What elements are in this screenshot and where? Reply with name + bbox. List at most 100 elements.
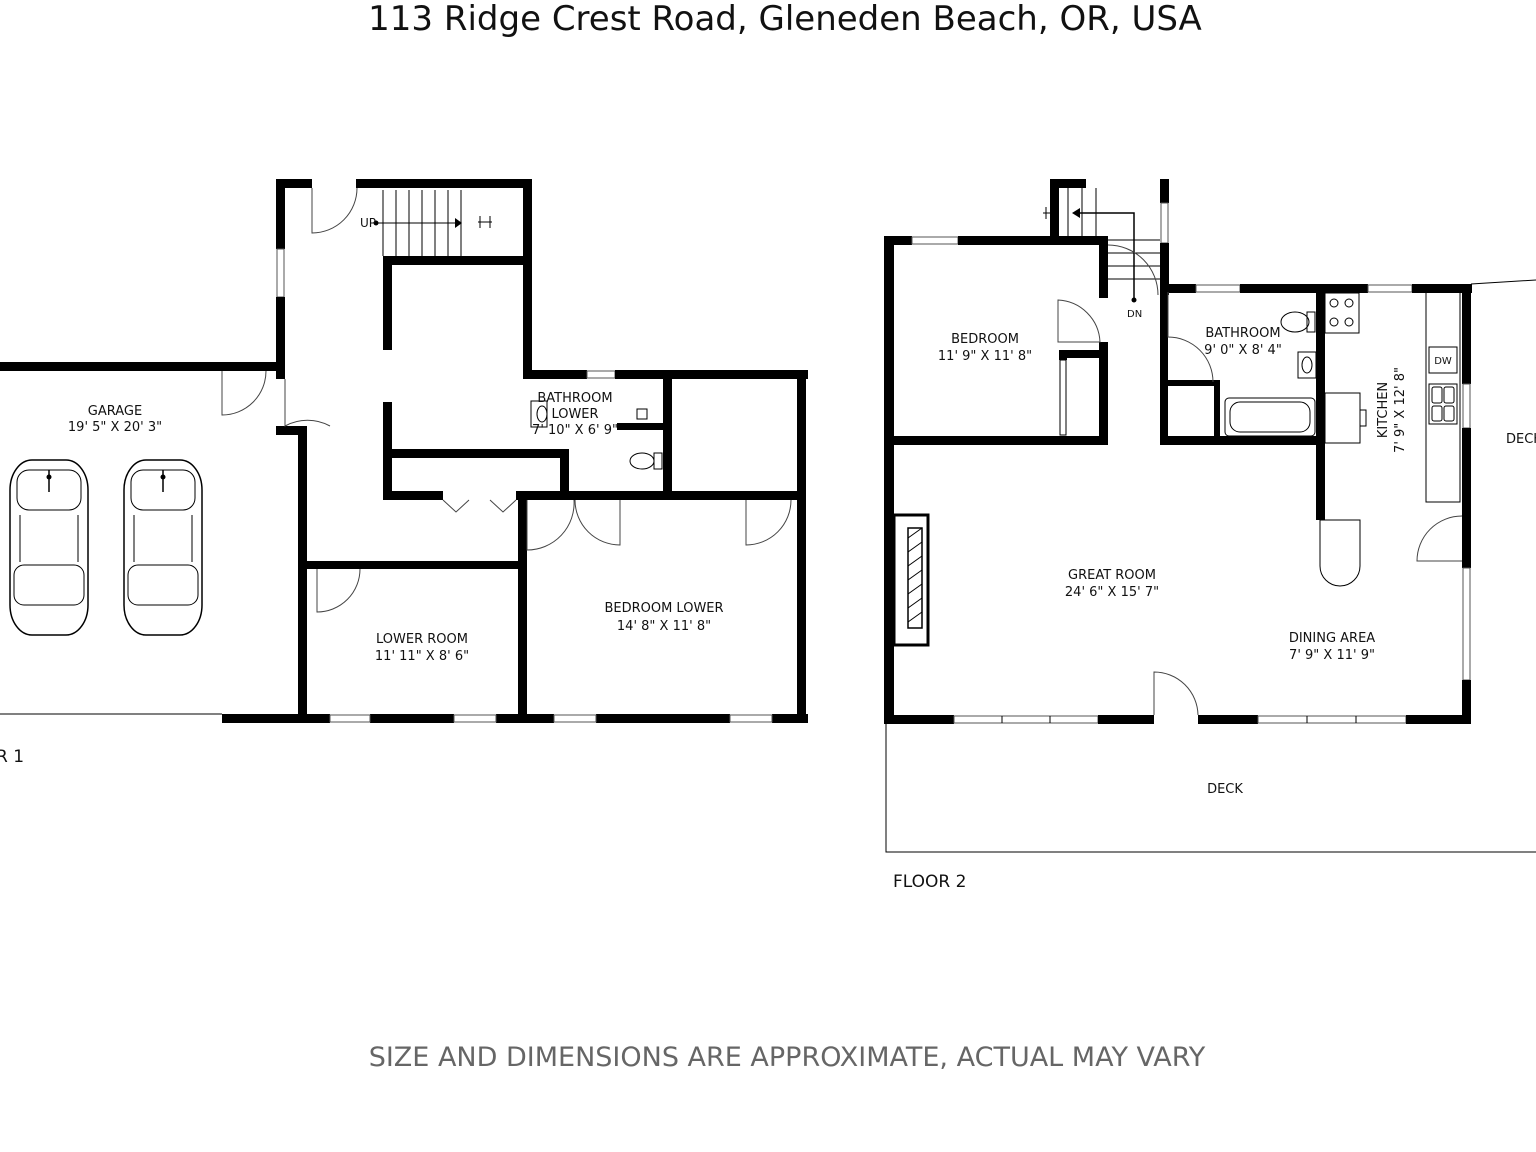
- wall: [1406, 715, 1471, 724]
- window: [1462, 567, 1471, 681]
- lower-room-dims: 11' 11" X 8' 6": [375, 649, 469, 664]
- fridge-handle: [1359, 409, 1367, 427]
- deck-edge: [885, 724, 1536, 853]
- window: [1195, 284, 1241, 293]
- wall: [298, 426, 307, 723]
- window: [911, 236, 959, 245]
- kitchen-sink: [1428, 383, 1458, 425]
- door: [316, 568, 361, 613]
- fireplace-hearth: [907, 527, 923, 629]
- door: [311, 187, 358, 234]
- door: [745, 499, 792, 546]
- window: [1160, 202, 1169, 244]
- wall: [1160, 284, 1196, 293]
- window: [729, 714, 773, 723]
- window: [953, 715, 1099, 724]
- closet-door: [1059, 359, 1067, 436]
- wall: [1198, 715, 1258, 724]
- wall: [797, 370, 806, 723]
- wall: [383, 256, 531, 265]
- bathroom-lower-dims: 7' 10" X 6' 9": [532, 423, 618, 438]
- wall: [518, 500, 527, 550]
- window: [586, 370, 616, 379]
- wall: [1240, 284, 1368, 293]
- floor-2-label: FLOOR 2: [893, 872, 966, 892]
- window: [1257, 715, 1407, 724]
- wall: [356, 179, 532, 188]
- wall: [276, 297, 285, 379]
- bathroom-dims: 9' 0" X 8' 4": [1204, 343, 1282, 358]
- wall: [1462, 680, 1471, 724]
- door: [284, 379, 331, 427]
- wall: [1462, 428, 1471, 568]
- floor-1-plan: UP: [0, 179, 808, 767]
- great-room-name: GREAT ROOM: [1068, 568, 1156, 583]
- bathtub: [1224, 397, 1316, 437]
- wall: [958, 236, 1108, 245]
- wall: [276, 179, 312, 188]
- refrigerator: [1324, 392, 1361, 444]
- burner: [1344, 298, 1354, 308]
- wall: [0, 362, 283, 371]
- lower-room-name: LOWER ROOM: [376, 632, 468, 647]
- window: [329, 714, 371, 723]
- door: [1416, 515, 1463, 562]
- wall: [884, 436, 1108, 445]
- wall: [884, 236, 894, 724]
- floor-1-label: R 1: [0, 747, 24, 767]
- wall: [1050, 179, 1086, 188]
- stair-arc: [1107, 244, 1159, 296]
- door: [221, 370, 267, 416]
- stair-arrow-head: [455, 218, 462, 228]
- stair-arrow-head: [1072, 208, 1080, 218]
- bedroom-name: BEDROOM: [951, 332, 1019, 347]
- window: [453, 714, 497, 723]
- garage-dims: 19' 5" X 20' 3": [68, 420, 162, 435]
- kitchen-dims: 7' 9" X 12' 8": [1393, 367, 1408, 453]
- stair-start-dot: [373, 220, 379, 226]
- stairs-down-label: DN: [1127, 309, 1142, 320]
- car: [123, 459, 203, 636]
- sink: [1297, 351, 1317, 379]
- wall: [663, 370, 808, 379]
- wall: [1098, 715, 1154, 724]
- wall: [516, 491, 806, 500]
- floor-2-plan: DN DW: [884, 179, 1536, 892]
- bedroom-dims: 11' 9" X 11' 8": [938, 349, 1032, 364]
- sink-basin: [1431, 386, 1443, 404]
- wall: [772, 714, 808, 723]
- wall: [560, 449, 569, 499]
- wall: [596, 714, 730, 723]
- sink-basin: [1443, 405, 1455, 422]
- wall: [222, 714, 330, 723]
- bathtub-inner: [1229, 401, 1311, 433]
- address-title: 113 Ridge Crest Road, Gleneden Beach, OR…: [368, 0, 1202, 39]
- wall: [1059, 350, 1107, 358]
- window: [276, 248, 285, 298]
- bedroom-lower-dims: 14' 8" X 11' 8": [617, 619, 711, 634]
- window: [553, 714, 597, 723]
- wall: [276, 179, 285, 249]
- sink-basin: [536, 405, 548, 423]
- wall: [1160, 243, 1169, 295]
- handrail: [478, 216, 492, 228]
- wall: [884, 715, 954, 724]
- dishwasher: [1428, 346, 1458, 374]
- bathroom-lower-name-1: BATHROOM: [537, 391, 612, 406]
- kitchen-island: [1319, 519, 1361, 587]
- bedroom-lower-name: BEDROOM LOWER: [604, 601, 723, 616]
- handrail: [1043, 207, 1058, 219]
- bathroom-lower-name-2: LOWER: [551, 407, 598, 422]
- wall: [617, 423, 667, 430]
- door: [1167, 292, 1214, 383]
- wall: [1462, 284, 1471, 384]
- wall: [1059, 350, 1067, 360]
- wall: [1316, 284, 1325, 520]
- bifold-door: [442, 499, 517, 513]
- garage-name: GARAGE: [88, 404, 142, 419]
- wall: [518, 500, 527, 723]
- door: [1153, 671, 1199, 716]
- wall: [1160, 436, 1322, 445]
- stove: [1324, 292, 1360, 334]
